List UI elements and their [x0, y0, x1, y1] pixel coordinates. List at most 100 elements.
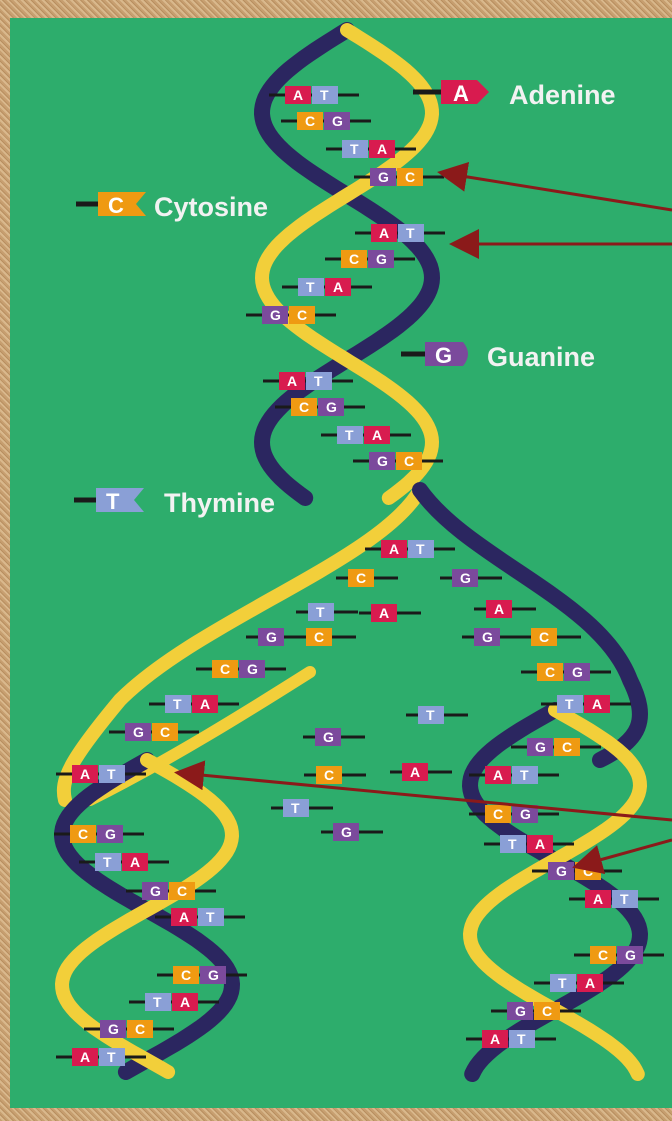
- base-letter: A: [200, 696, 210, 712]
- guanine-key-letter: G: [435, 343, 452, 368]
- free-nucleotide: A: [390, 763, 452, 781]
- base-letter: T: [517, 1031, 526, 1047]
- base-letter: G: [515, 1003, 526, 1019]
- base-letter: G: [247, 661, 258, 677]
- cytosine-label: Cytosine: [154, 192, 268, 222]
- base-c-block: [534, 1002, 560, 1020]
- base-letter: T: [107, 1049, 116, 1065]
- base-letter: C: [598, 947, 608, 963]
- base-c-block: [590, 946, 616, 964]
- left-daughter-gold: [54, 753, 240, 1079]
- base-letter: C: [493, 806, 503, 822]
- base-g-block: [507, 1002, 533, 1020]
- base-letter: C: [181, 967, 191, 983]
- base-a-block: [325, 278, 351, 296]
- free-base-letter: C: [314, 629, 324, 645]
- base-a-block: [577, 974, 603, 992]
- base-a-block: [485, 766, 511, 784]
- free-nucleotide: G: [440, 569, 502, 587]
- base-letter: C: [404, 453, 414, 469]
- base-a-block: [72, 765, 98, 783]
- guanine-label: Guanine: [487, 342, 595, 372]
- base-letter: A: [130, 854, 140, 870]
- base-c-block: [537, 663, 563, 681]
- base-t-block: [198, 908, 224, 926]
- free-nucleotide: C: [304, 766, 366, 784]
- base-letter: T: [314, 373, 323, 389]
- pointer-arrow-lower-1: [174, 760, 672, 822]
- free-nucleotide: A: [359, 604, 421, 622]
- free-nucleotide: T: [296, 603, 358, 621]
- base-c-block: [485, 805, 511, 823]
- base-c-block: [341, 250, 367, 268]
- base-letter: T: [107, 766, 116, 782]
- cytosine-swatch-icon: [98, 192, 146, 216]
- free-base-letter: T: [316, 604, 325, 620]
- base-c-block: [212, 660, 238, 678]
- base-letter: A: [179, 909, 189, 925]
- base-t-block: [306, 372, 332, 390]
- base-a-block: [585, 890, 611, 908]
- free-base-letter: G: [266, 629, 277, 645]
- base-g-block: [368, 250, 394, 268]
- legend-adenine: A Adenine: [413, 80, 616, 110]
- base-letter: T: [173, 696, 182, 712]
- base-g-block: [125, 723, 151, 741]
- base-letter: A: [389, 541, 399, 557]
- base-a-block: [172, 993, 198, 1011]
- free-base-letter: C: [324, 767, 334, 783]
- base-t-block: [298, 278, 324, 296]
- base-letter: T: [620, 891, 629, 907]
- base-g-block: [617, 946, 643, 964]
- cytosine-key-letter: C: [108, 193, 124, 218]
- base-g-block: [200, 966, 226, 984]
- base-c-block: [70, 825, 96, 843]
- base-t-block: [95, 853, 121, 871]
- free-base-t-block: [418, 706, 444, 724]
- base-letter: G: [270, 307, 281, 323]
- base-c-block: [554, 738, 580, 756]
- base-letter: C: [135, 1021, 145, 1037]
- free-base-g-block: [452, 569, 478, 587]
- base-a-block: [364, 426, 390, 444]
- base-t-block: [509, 1030, 535, 1048]
- free-nucleotide: G: [462, 628, 524, 646]
- base-letter: T: [520, 767, 529, 783]
- base-letter: A: [372, 427, 382, 443]
- base-letter: T: [508, 836, 517, 852]
- free-base-letter: T: [426, 707, 435, 723]
- free-base-letter: A: [379, 605, 389, 621]
- free-base-letter: C: [539, 629, 549, 645]
- free-nucleotide: C: [294, 628, 356, 646]
- base-a-block: [72, 1048, 98, 1066]
- free-base-letter: G: [341, 824, 352, 840]
- base-letter: G: [556, 863, 567, 879]
- free-base-a-block: [486, 600, 512, 618]
- base-c-block: [396, 452, 422, 470]
- free-base-letter: C: [356, 570, 366, 586]
- free-base-c-block: [531, 628, 557, 646]
- base-a-block: [285, 86, 311, 104]
- base-g-block: [262, 306, 288, 324]
- free-base-c-block: [306, 628, 332, 646]
- base-a-block: [192, 695, 218, 713]
- base-letter: A: [585, 975, 595, 991]
- base-letter: T: [306, 279, 315, 295]
- thymine-label: Thymine: [164, 488, 275, 518]
- base-a-block: [527, 835, 553, 853]
- base-c-block: [127, 1020, 153, 1038]
- free-base-t-block: [308, 603, 334, 621]
- free-base-letter: A: [410, 764, 420, 780]
- base-t-block: [612, 890, 638, 908]
- base-letter: A: [490, 1031, 500, 1047]
